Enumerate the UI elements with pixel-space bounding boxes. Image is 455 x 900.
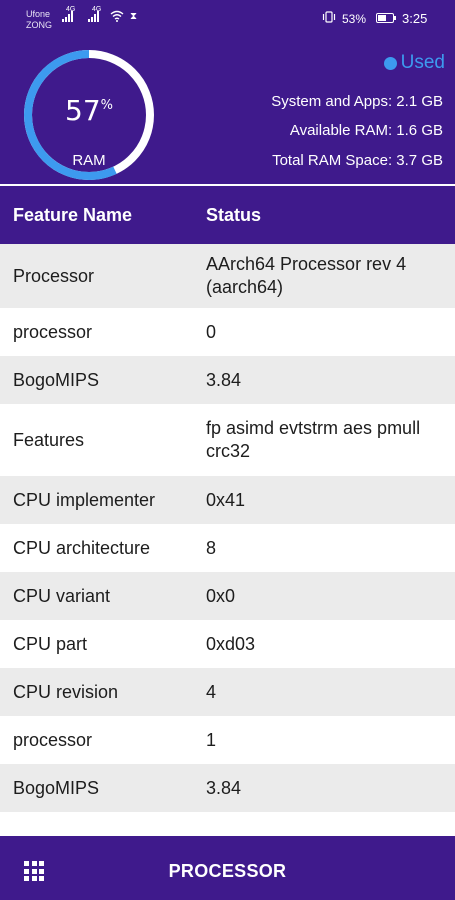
vibrate-icon: [322, 11, 336, 23]
grid-icon[interactable]: [24, 861, 44, 881]
table-header: Feature Name Status: [0, 186, 455, 244]
feature-value: 4: [206, 681, 217, 702]
feature-name: Processor: [13, 265, 95, 286]
feature-name: BogoMIPS: [13, 777, 100, 798]
carrier-1: Ufone: [26, 9, 51, 19]
table-row[interactable]: BogoMIPS 3.84: [0, 764, 455, 812]
feature-value: 0x0: [206, 585, 236, 606]
gauge-used-arc: [24, 50, 117, 180]
feature-value: 1: [206, 729, 217, 750]
stat-system-apps: System and Apps: 2.1 GB: [271, 93, 443, 110]
feature-value: 0x41: [206, 489, 246, 510]
ram-percent-value: 57: [65, 94, 101, 127]
table-row[interactable]: CPU implementer 0x41: [0, 476, 455, 524]
table-body: Processor AArch64 Processor rev 4 (aarch6…: [0, 244, 455, 812]
feature-value: AArch64 Processor rev 4 (aarch64): [206, 254, 407, 297]
table-row[interactable]: Features fp asimd evtstrm aes pmull crc32: [0, 404, 455, 476]
feature-value: 3.84: [206, 369, 242, 390]
table-row[interactable]: CPU revision 4: [0, 668, 455, 716]
table-row[interactable]: CPU part 0xd03: [0, 620, 455, 668]
stat-total-ram: Total RAM Space: 3.7 GB: [272, 152, 443, 169]
column-header-status: Status: [206, 204, 262, 225]
feature-name: processor: [13, 321, 93, 342]
table-row[interactable]: BogoMIPS 3.84: [0, 356, 455, 404]
feature-name: BogoMIPS: [13, 369, 100, 390]
header: Ufone ZONG 4G 4G ⧗ 53% 3:25: [0, 0, 455, 184]
stat-available-ram: Available RAM: 1.6 GB: [289, 122, 443, 139]
network-type: 4G: [66, 6, 76, 13]
legend-dot-icon: [383, 56, 397, 70]
carrier-names: Ufone ZONG: [26, 9, 52, 31]
used-legend: Used: [383, 52, 445, 74]
battery-icon: [376, 13, 396, 23]
feature-name: processor: [13, 729, 93, 750]
feature-value: 3.84: [206, 777, 242, 798]
column-header-feature: Feature Name: [13, 204, 133, 225]
hourglass-icon: ⧗: [130, 11, 138, 22]
table-row[interactable]: CPU architecture 8: [0, 524, 455, 572]
feature-value: 0xd03: [206, 633, 256, 654]
ram-percent-unit: %: [100, 98, 113, 113]
status-bar: Ufone ZONG 4G 4G ⧗ 53% 3:25: [0, 0, 455, 36]
feature-name: CPU part: [13, 633, 88, 654]
table-row[interactable]: processor 0: [0, 308, 455, 356]
bottom-nav: PROCESSOR: [0, 836, 455, 900]
table-row[interactable]: CPU variant 0x0: [0, 572, 455, 620]
feature-name: CPU variant: [13, 585, 111, 606]
carrier-2: ZONG: [26, 20, 52, 30]
processor-table: Feature Name Status Processor AArch64 Pro…: [0, 186, 455, 812]
signal-icon: [88, 10, 99, 22]
table-row[interactable]: Processor AArch64 Processor rev 4 (aarch6…: [0, 244, 455, 308]
network-type: 4G: [92, 6, 102, 13]
battery-percent: 53%: [342, 12, 367, 26]
clock: 3:25: [402, 11, 428, 26]
feature-name: CPU architecture: [13, 537, 151, 558]
page-title: PROCESSOR: [168, 861, 287, 881]
feature-value: 8: [206, 537, 217, 558]
table-row[interactable]: processor 1: [0, 716, 455, 764]
feature-value: fp asimd evtstrm aes pmull crc32: [206, 418, 421, 461]
wifi-icon: [110, 10, 124, 22]
signal-icon: [62, 10, 73, 22]
feature-name: CPU revision: [13, 681, 119, 702]
ram-gauge: 57% RAM: [22, 48, 156, 182]
ram-gauge-ring: [24, 50, 154, 180]
ram-label: RAM: [72, 152, 106, 169]
legend-label: Used: [400, 52, 445, 73]
feature-value: 0: [206, 321, 217, 342]
feature-name: Features: [13, 429, 85, 450]
ram-percent: 57%: [22, 94, 156, 127]
feature-name: CPU implementer: [13, 489, 156, 510]
